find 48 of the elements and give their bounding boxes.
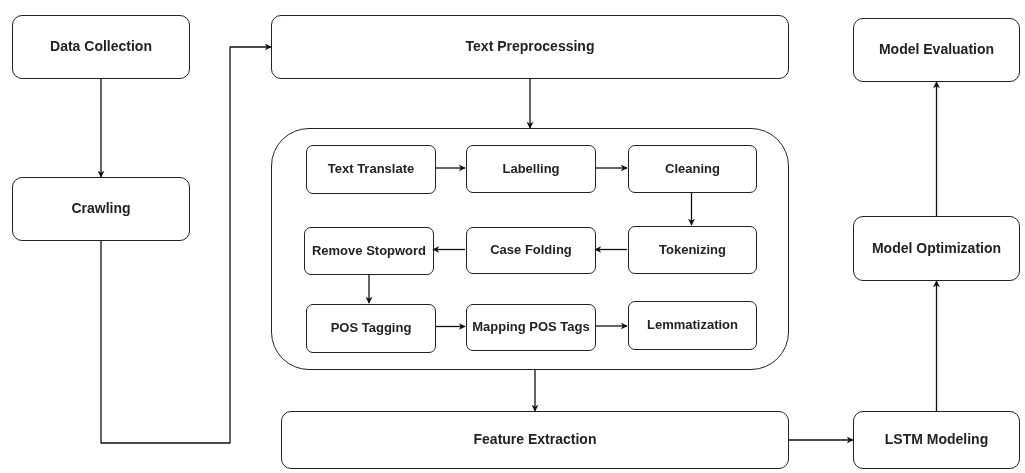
arrow (594, 322, 628, 330)
process-box (271, 15, 789, 79)
process-box (628, 301, 757, 350)
box-label: Text Preprocessing (465, 38, 595, 56)
process-box (853, 18, 1020, 82)
box-label: Lemmatization (647, 317, 738, 334)
process-box (466, 227, 596, 274)
arrow (933, 280, 940, 412)
arrow (688, 191, 695, 226)
process-box (853, 216, 1020, 281)
arrow (594, 164, 628, 172)
process-box (306, 304, 436, 353)
group-container (271, 128, 789, 370)
arrow (531, 369, 539, 412)
process-box (628, 226, 757, 274)
process-box (12, 177, 190, 241)
box-label: Model Evaluation (878, 41, 995, 59)
process-box (306, 145, 436, 194)
box-label: Remove Stopword (311, 242, 427, 260)
arrow (526, 78, 534, 129)
box-label: Cleaning (665, 160, 720, 178)
box-label: Text Translate (327, 161, 415, 178)
arrow (432, 246, 466, 253)
box-label: Case Folding (490, 242, 572, 259)
box-label: Feature Extraction (473, 431, 597, 449)
arrow (933, 81, 940, 217)
box-label: LSTM Modeling (884, 431, 989, 449)
arrow (365, 273, 373, 304)
process-box (304, 227, 434, 275)
box-label: Model Optimization (871, 239, 1002, 258)
box-label: Mapping POS Tags (472, 319, 590, 336)
process-box (281, 411, 789, 469)
box-label: Data Collection (50, 38, 152, 56)
arrow (594, 246, 628, 253)
process-box (628, 145, 757, 193)
arrow (100, 43, 272, 444)
box-label: Crawling (71, 200, 131, 218)
arrow (434, 323, 466, 330)
box-label: POS Tagging (330, 320, 412, 337)
arrow (97, 78, 105, 178)
process-box (466, 145, 596, 193)
arrow (788, 436, 854, 444)
box-label: Tokenizing (659, 241, 726, 259)
process-box (12, 15, 190, 79)
process-box (853, 411, 1020, 469)
arrow (434, 164, 466, 172)
process-box (466, 304, 596, 351)
box-label: Labelling (502, 160, 560, 178)
